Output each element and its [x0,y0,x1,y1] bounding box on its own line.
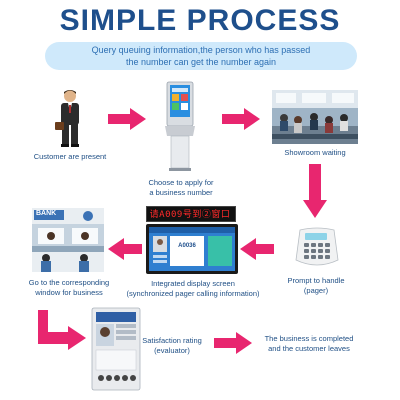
arrow-left-icon [108,238,142,260]
showroom-photo [272,90,358,144]
bank-sign: BANK [36,210,57,217]
subtitle-banner [45,42,357,70]
arrow-bent-icon [38,310,86,350]
pager-illustration [295,227,339,266]
caption-showroom: Showroom waiting [284,148,346,157]
display-number: A0036 [178,243,196,249]
caption-customer: Customer are present [33,152,107,161]
arrow-right-icon [108,108,146,130]
kiosk-illustration [165,81,195,171]
caption-completed: The business is completed and the custom… [264,334,354,353]
customer-illustration [55,90,79,147]
led-ticker [146,206,236,222]
caption-apply: Choose to apply for a business number [148,178,214,197]
bank-window-illustration [32,208,104,272]
caption-window: Go to the corresponding window for busin… [28,278,110,297]
display-screen-illustration [146,224,238,274]
caption-rating: Satisfaction rating (evaluator) [142,336,202,355]
subtitle-text: Query queuing information,the person who… [91,45,311,67]
page-title: SIMPLE PROCESS [59,4,341,37]
arrow-down-icon [303,164,327,218]
caption-prompt: Prompt to handle (pager) [287,276,345,295]
evaluator-illustration [91,307,141,391]
arrow-left-icon [240,238,274,260]
arrow-right-icon [222,108,260,130]
arrow-right-icon [214,332,252,354]
led-ticker-text: 请A009号到②窗口 [149,210,231,220]
caption-display: Integrated display screen (synchronized … [126,279,260,298]
